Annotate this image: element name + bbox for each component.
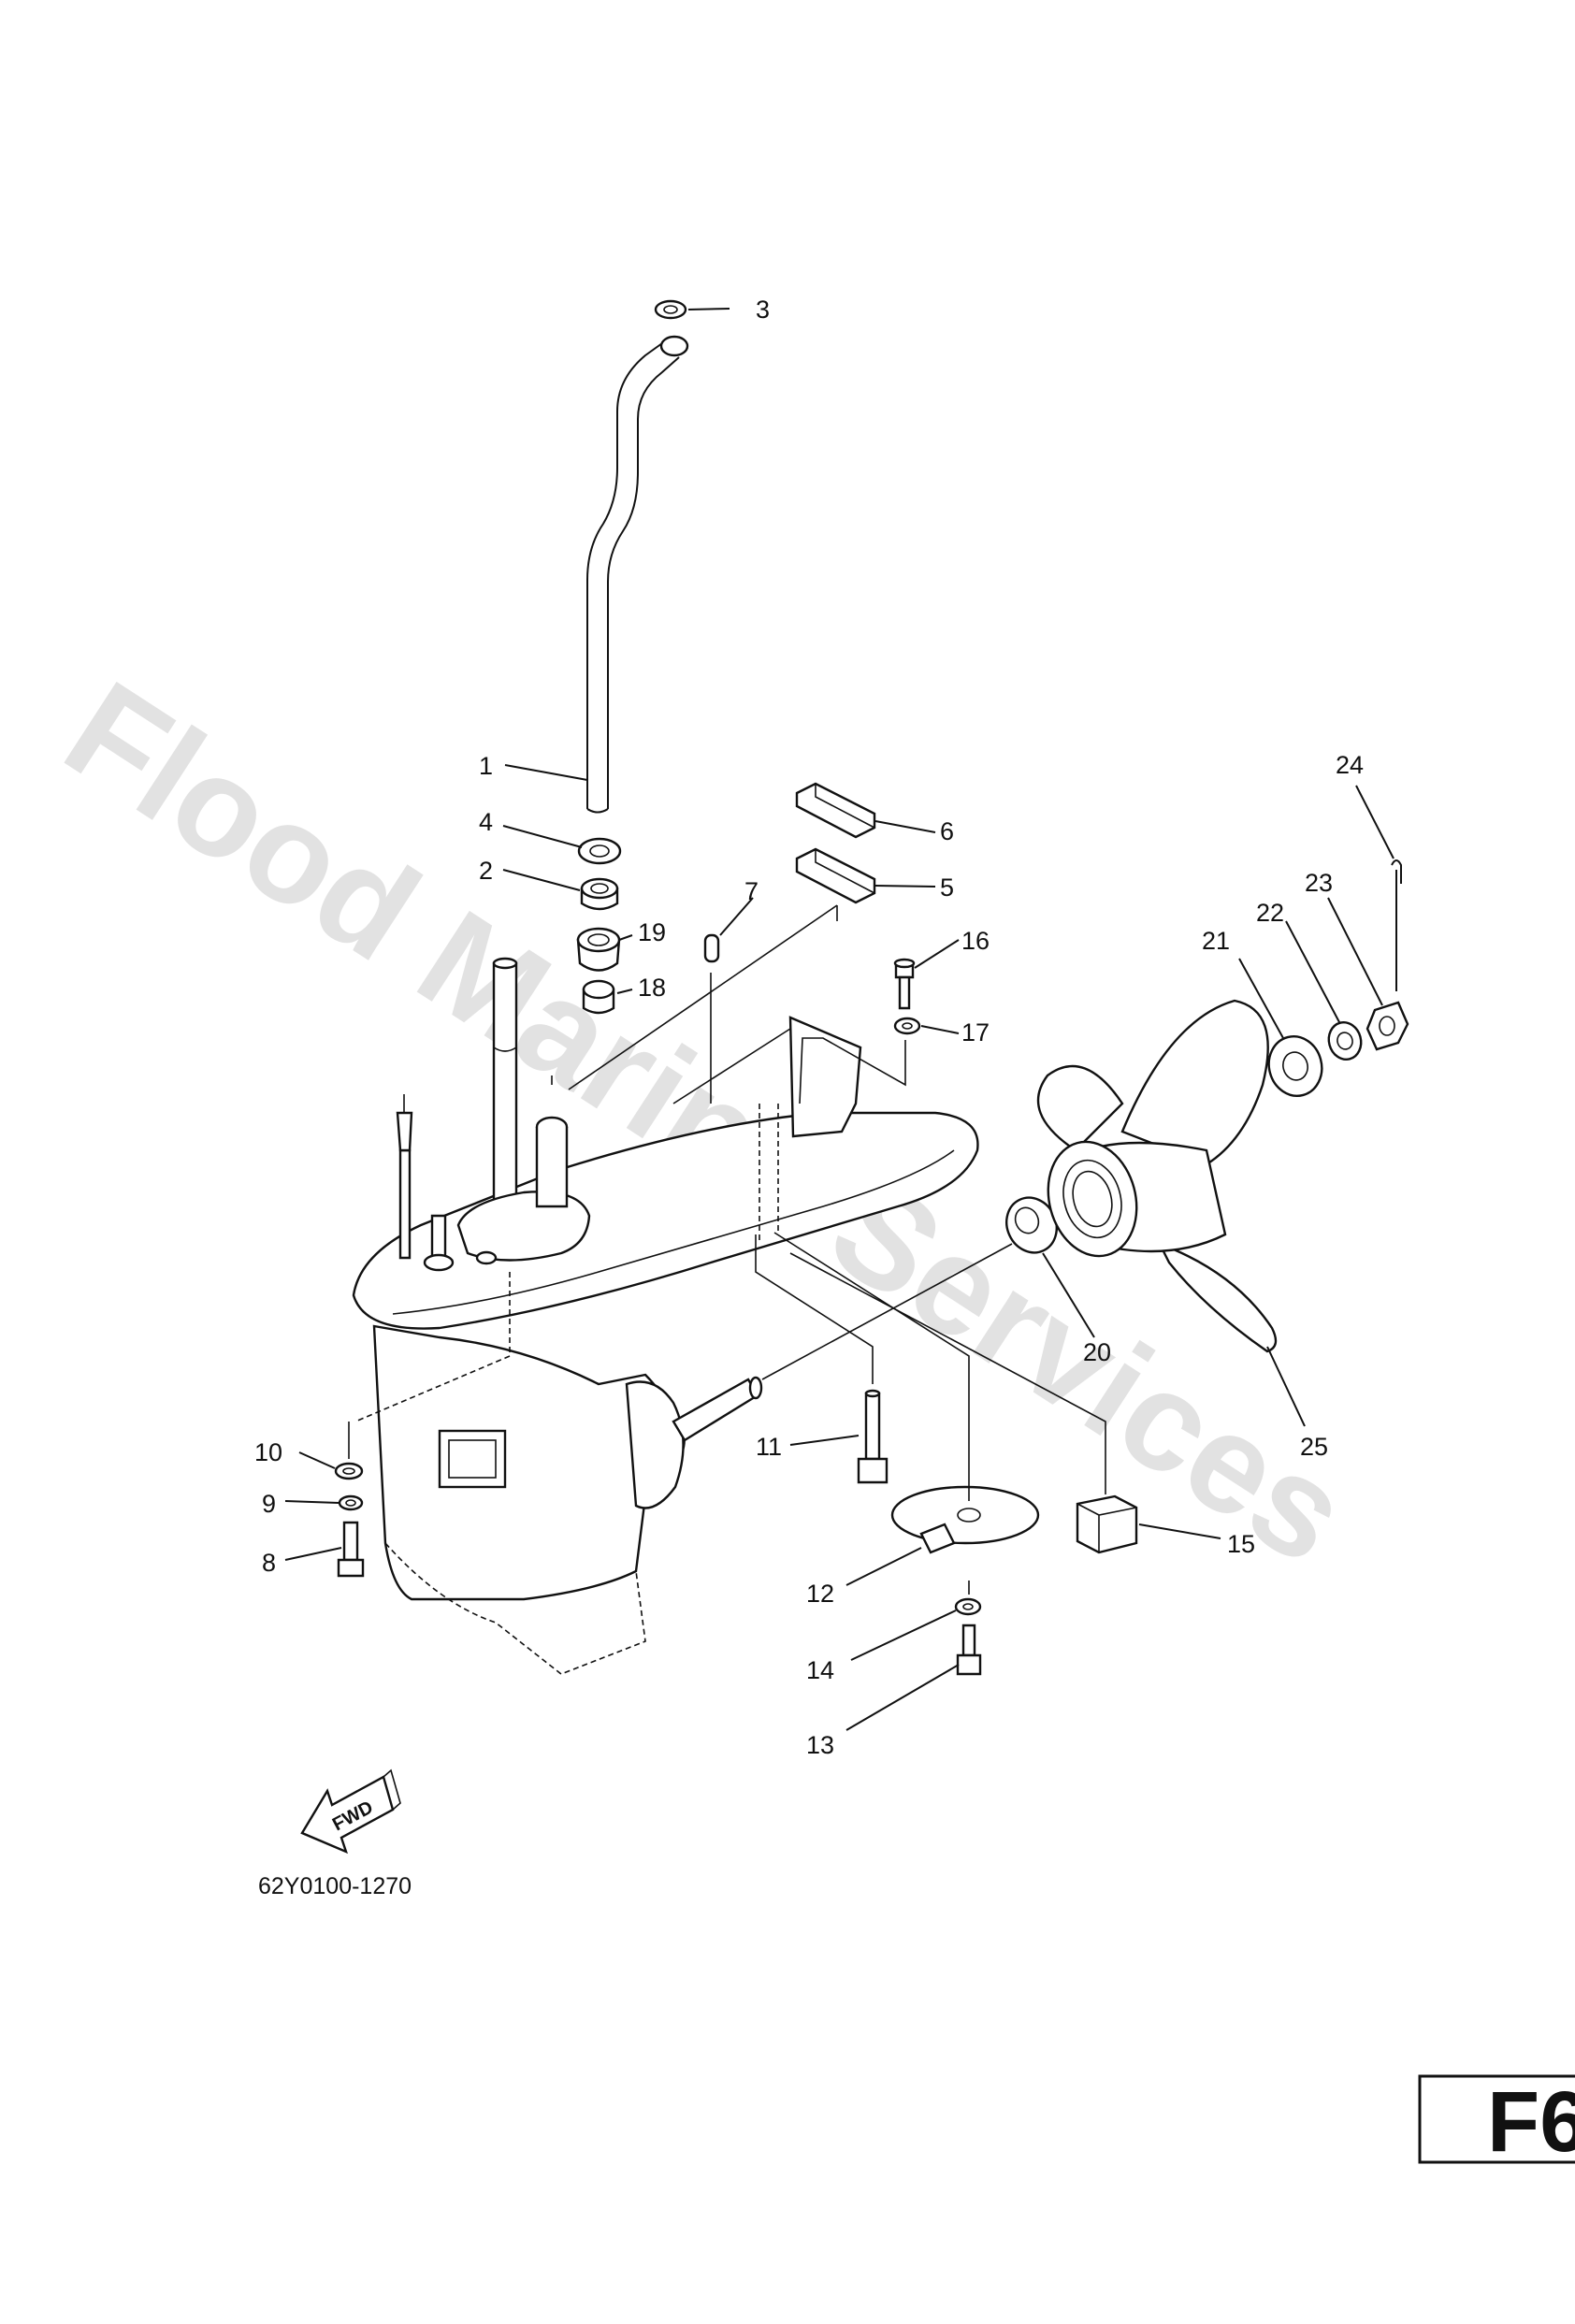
- callout-7: 7: [744, 877, 759, 905]
- callout-20: 20: [1083, 1338, 1111, 1366]
- thrust-washer-20: [1005, 1196, 1058, 1254]
- bolt-8: [337, 1521, 365, 1578]
- plate-5: [795, 847, 876, 904]
- callout-labels: 1 2 3 4 5 6 7 8 9 10 11 12 13 14 15 16 1…: [254, 296, 1364, 1759]
- grommet-3: [654, 299, 687, 320]
- anode-15: [1076, 1494, 1138, 1554]
- fwd-arrow: FWD: [300, 1768, 401, 1855]
- callout-24: 24: [1336, 751, 1364, 779]
- propeller-25: [1036, 999, 1278, 1353]
- section-mark: F6: [1418, 2074, 1575, 2170]
- bolt-16: [893, 958, 916, 1010]
- grommet-2: [580, 877, 619, 911]
- callout-9: 9: [262, 1490, 276, 1518]
- section-mark-text: F6: [1487, 2074, 1575, 2170]
- callout-25: 25: [1300, 1433, 1328, 1461]
- cotter-pin-24: [1391, 859, 1402, 991]
- plate-6: [795, 782, 876, 839]
- callout-15: 15: [1227, 1530, 1255, 1558]
- callout-1: 1: [479, 752, 493, 780]
- callout-12: 12: [806, 1580, 834, 1608]
- bolt-11: [857, 1389, 889, 1484]
- washer-10: [334, 1462, 364, 1480]
- trim-tab-12: [890, 1485, 1040, 1554]
- washer-17: [893, 1017, 921, 1035]
- callout-2: 2: [479, 857, 493, 885]
- callout-14: 14: [806, 1656, 834, 1684]
- collar-18: [582, 979, 615, 1015]
- washer-22: [1327, 1020, 1363, 1061]
- washer-14: [954, 1597, 982, 1616]
- water-tube: [586, 335, 689, 814]
- callout-6: 6: [940, 817, 954, 845]
- callout-13: 13: [806, 1731, 834, 1759]
- spacer-21: [1267, 1035, 1323, 1097]
- callout-4: 4: [479, 808, 493, 836]
- lower-case: [352, 957, 979, 1675]
- bolt-13: [956, 1624, 982, 1676]
- callout-8: 8: [262, 1549, 276, 1577]
- seal-4: [577, 837, 622, 865]
- callout-17: 17: [961, 1018, 990, 1047]
- callout-22: 22: [1256, 899, 1284, 927]
- diagram-code: 62Y0100-1270: [258, 1873, 412, 1899]
- callout-21: 21: [1202, 927, 1230, 955]
- callout-18: 18: [638, 974, 666, 1002]
- washer-9: [338, 1494, 364, 1511]
- castle-nut-23: [1365, 1001, 1409, 1051]
- grommet-19: [576, 927, 621, 972]
- callout-16: 16: [961, 927, 990, 955]
- callout-5: 5: [940, 873, 954, 902]
- callout-19: 19: [638, 918, 666, 946]
- callout-23: 23: [1305, 869, 1333, 897]
- leader-lines: [284, 308, 1394, 1731]
- callout-10: 10: [254, 1438, 282, 1466]
- callout-11: 11: [756, 1433, 782, 1461]
- dowel-pin-7: [703, 933, 720, 963]
- callout-3: 3: [756, 296, 770, 324]
